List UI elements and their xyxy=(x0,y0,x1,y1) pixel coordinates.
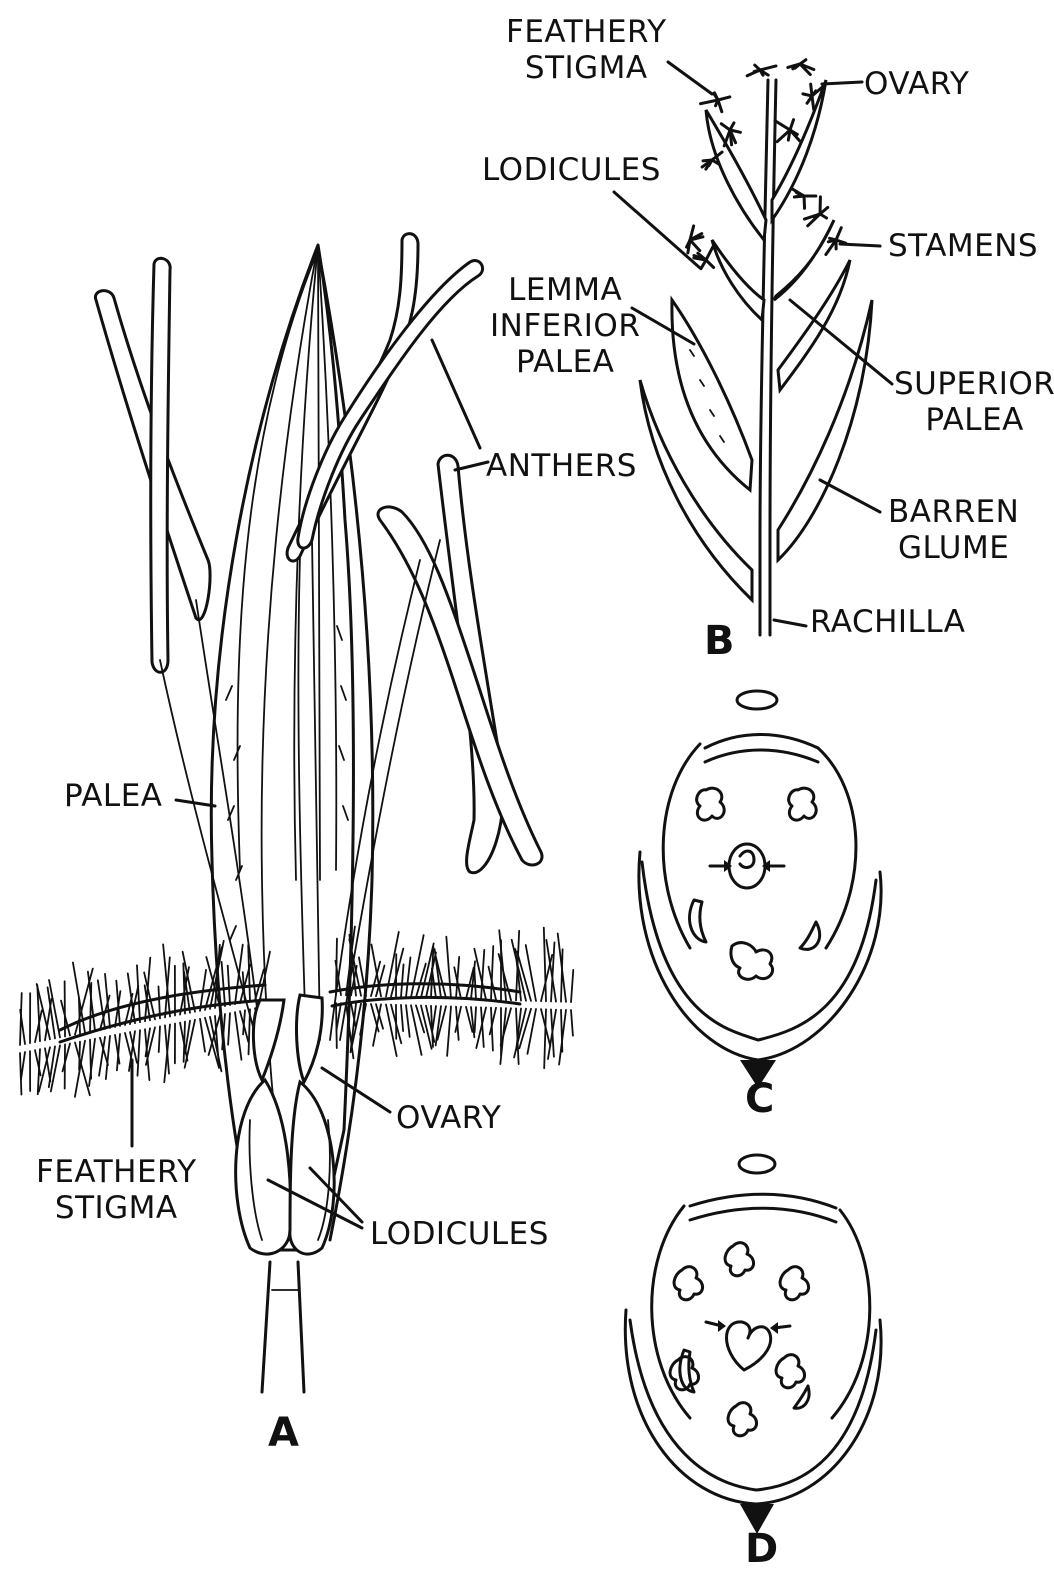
label-feathery-stigma-a-line1: FEATHERY xyxy=(36,1154,197,1190)
leader-stigma-b xyxy=(668,62,712,94)
stamen-d xyxy=(776,1355,805,1388)
lodicule-c xyxy=(800,922,820,949)
label-lemma-line3: PALEA xyxy=(490,344,640,380)
panel-letter-a: A xyxy=(268,1410,299,1456)
ovary-d xyxy=(727,1322,771,1370)
stamen-c xyxy=(789,788,817,820)
stamen-d xyxy=(780,1267,809,1300)
label-superior-palea: SUPERIOR PALEA xyxy=(894,366,1054,438)
leader-palea xyxy=(176,800,215,806)
label-lodicules-a: LODICULES xyxy=(370,1216,549,1252)
panel-letter-d: D xyxy=(745,1526,779,1572)
label-feathery-stigma-a-line2: STIGMA xyxy=(36,1190,197,1226)
stamen-d xyxy=(728,1403,757,1436)
label-lodicules-b: LODICULES xyxy=(482,152,661,188)
label-superior-palea-line2: PALEA xyxy=(894,402,1054,438)
leaders-b xyxy=(614,62,892,626)
panel-b-spikelet xyxy=(614,60,892,635)
label-lemma-line1: LEMMA xyxy=(490,272,640,308)
lodicule-c xyxy=(690,900,706,942)
label-anthers: ANTHERS xyxy=(486,448,637,484)
panel-c-floral-diagram xyxy=(639,691,881,1088)
label-rachilla: RACHILLA xyxy=(810,604,966,640)
leader-barren-glume xyxy=(820,480,880,512)
label-feathery-stigma-b-line1: FEATHERY xyxy=(506,14,667,50)
label-ovary-b: OVARY xyxy=(864,66,969,102)
label-barren-glume-line2: GLUME xyxy=(888,530,1019,566)
leader-anthers-1 xyxy=(455,462,488,470)
label-barren-glume: BARREN GLUME xyxy=(888,494,1019,566)
stamen-d xyxy=(725,1243,754,1276)
panel-letter-b: B xyxy=(704,618,735,664)
stamen-d xyxy=(674,1267,703,1300)
axis-ellipse-d xyxy=(739,1155,775,1173)
label-lemma-line2: INFERIOR xyxy=(490,308,640,344)
stamen-c xyxy=(731,943,773,980)
label-lemma-inferior-palea: LEMMA INFERIOR PALEA xyxy=(490,272,640,380)
label-superior-palea-line1: SUPERIOR xyxy=(894,366,1054,402)
stamen-c xyxy=(697,788,725,820)
ovary-lodicules xyxy=(236,995,335,1254)
pedicel-stalk xyxy=(262,1262,304,1392)
lemma-left xyxy=(672,300,752,490)
label-barren-glume-line1: BARREN xyxy=(888,494,1019,530)
leader-anthers-2 xyxy=(432,340,480,448)
label-palea: PALEA xyxy=(64,778,162,814)
barren-glume-right xyxy=(778,300,872,560)
label-ovary-a: OVARY xyxy=(396,1100,501,1136)
panel-letter-c: C xyxy=(745,1076,775,1122)
label-feathery-stigma-b: FEATHERY STIGMA xyxy=(506,14,667,86)
lodicule-d xyxy=(794,1386,809,1408)
label-feathery-stigma-b-line2: STIGMA xyxy=(506,50,667,86)
leader-lodicules-b xyxy=(614,192,700,268)
axis-ellipse-c xyxy=(737,691,777,709)
leader-ovary-b xyxy=(822,82,862,84)
leader-stamens-b xyxy=(840,244,880,246)
label-stamens-b: STAMENS xyxy=(888,228,1038,264)
palea-body xyxy=(211,245,373,1250)
label-feathery-stigma-a: FEATHERY STIGMA xyxy=(36,1154,197,1226)
superior-palea xyxy=(778,260,850,390)
panel-d-floral-diagram xyxy=(625,1155,881,1534)
leader-rachilla xyxy=(774,620,806,626)
rachilla-axis xyxy=(760,80,768,635)
